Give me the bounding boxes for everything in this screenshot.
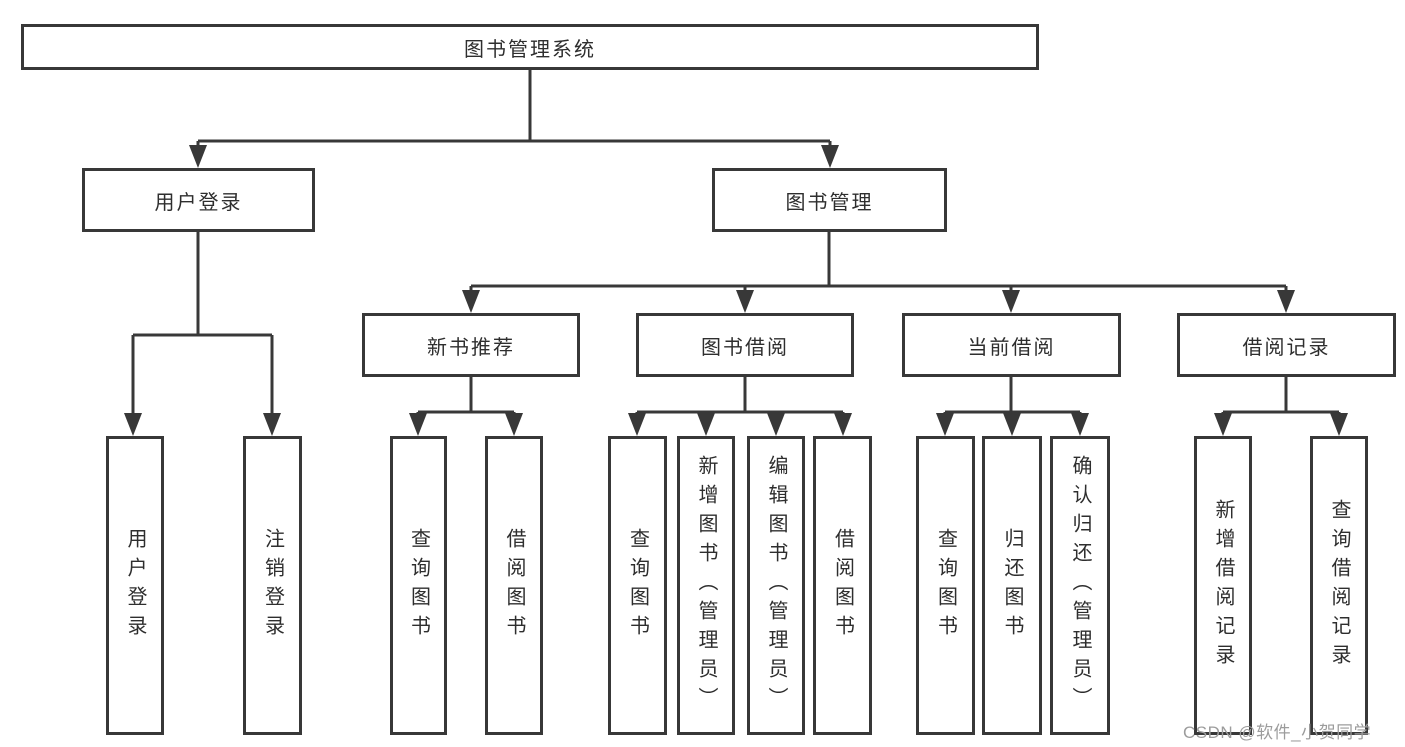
leaf-borrow-books-recommend: 借阅图书 bbox=[485, 436, 543, 735]
leaf-add-books-admin: 新增图书（管理员） bbox=[677, 436, 735, 735]
leaf-query-borrow-record: 查询借阅记录 bbox=[1310, 436, 1368, 735]
leaf-user-login: 用户登录 bbox=[106, 436, 164, 735]
leaf-query-books-current: 查询图书 bbox=[916, 436, 975, 735]
leaf-confirm-return-admin: 确认归还（管理员） bbox=[1050, 436, 1110, 735]
node-borrow-record: 借阅记录 bbox=[1177, 313, 1396, 377]
leaf-logout: 注销登录 bbox=[243, 436, 302, 735]
node-book-borrow: 图书借阅 bbox=[636, 313, 854, 377]
node-user-login-module: 用户登录 bbox=[82, 168, 315, 232]
leaf-return-books: 归还图书 bbox=[982, 436, 1042, 735]
leaf-query-books-recommend: 查询图书 bbox=[390, 436, 447, 735]
node-book-management-module: 图书管理 bbox=[712, 168, 947, 232]
node-root-system: 图书管理系统 bbox=[21, 24, 1039, 70]
leaf-edit-books-admin: 编辑图书（管理员） bbox=[747, 436, 805, 735]
node-new-book-recommend: 新书推荐 bbox=[362, 313, 580, 377]
leaf-borrow-books: 借阅图书 bbox=[813, 436, 872, 735]
csdn-watermark: CSDN @软件_小贺同学 bbox=[1183, 723, 1372, 742]
leaf-add-borrow-record: 新增借阅记录 bbox=[1194, 436, 1252, 735]
node-current-borrow: 当前借阅 bbox=[902, 313, 1121, 377]
leaf-query-books-borrow: 查询图书 bbox=[608, 436, 667, 735]
arrowheads bbox=[124, 145, 1348, 436]
